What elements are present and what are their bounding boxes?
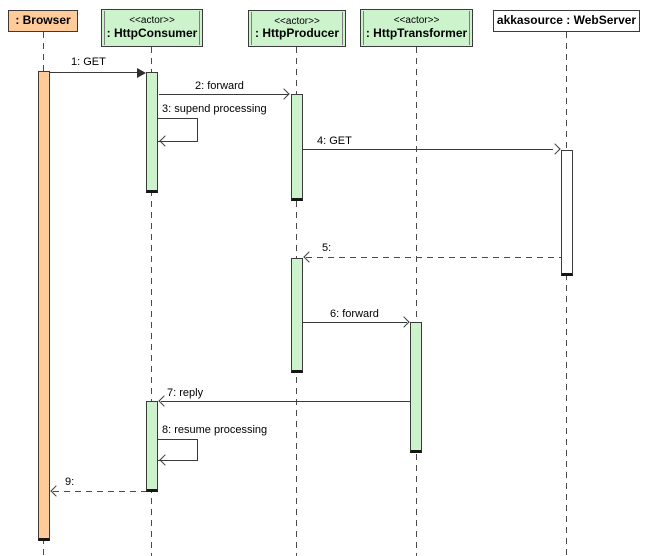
message-line	[53, 491, 146, 492]
message-line	[159, 94, 288, 95]
participant-name: : HttpTransformer	[365, 25, 468, 40]
activation-bar-browser	[38, 71, 50, 541]
self-message-loop	[158, 439, 198, 461]
message-label: 4: GET	[317, 135, 352, 147]
message-label: 9:	[65, 476, 75, 488]
message-line	[303, 149, 553, 150]
message-line	[303, 322, 407, 323]
arrowhead-open-icon	[398, 316, 410, 328]
message-label: 6: forward	[330, 308, 379, 320]
arrowhead-open-icon	[303, 251, 315, 263]
participant-box-http-transformer: <<actor>> : HttpTransformer	[360, 9, 473, 47]
activation-bar-transformer	[410, 322, 422, 453]
activation-bar-producer-1	[291, 94, 303, 201]
activation-bar-producer-2	[291, 258, 303, 373]
message-line	[161, 401, 410, 402]
participant-name: : Browser	[15, 13, 71, 28]
stereotype-label: <<actor>>	[393, 15, 440, 27]
lifeline-http-transformer	[416, 47, 417, 556]
lifeline-webserver	[566, 32, 567, 556]
message-label: 8: resume processing	[162, 424, 268, 436]
message-label: 7: reply	[167, 387, 204, 399]
participant-box-http-consumer: <<actor>> : HttpConsumer	[101, 9, 203, 47]
message-label: 1: GET	[71, 56, 106, 68]
participant-box-http-producer: <<actor>> : HttpProducer	[248, 10, 346, 47]
participant-name: akkasource : WebServer	[496, 13, 637, 28]
activation-bar-webserver	[561, 150, 573, 276]
stereotype-label: <<actor>>	[274, 15, 320, 27]
message-line	[50, 72, 138, 73]
participant-name: : HttpProducer	[255, 26, 339, 41]
activation-bar-consumer-2	[146, 401, 158, 492]
arrowhead-open-icon	[278, 88, 290, 100]
self-message-loop	[158, 118, 198, 142]
arrowhead-open-icon	[50, 485, 62, 497]
arrowhead-open-icon	[549, 143, 561, 155]
activation-bar-consumer-1	[146, 72, 158, 193]
participant-box-webserver: akkasource : WebServer	[493, 10, 640, 32]
participant-name: : HttpConsumer	[106, 25, 198, 40]
message-label: 3: supend processing	[162, 103, 267, 115]
participant-box-browser: : Browser	[8, 10, 78, 32]
message-label: 5:	[322, 242, 332, 254]
arrowhead-filled-icon	[137, 68, 146, 78]
stereotype-label: <<actor>>	[129, 15, 175, 27]
lifeline-http-consumer	[151, 47, 152, 556]
message-line	[306, 257, 561, 258]
message-label: 2: forward	[195, 80, 244, 92]
